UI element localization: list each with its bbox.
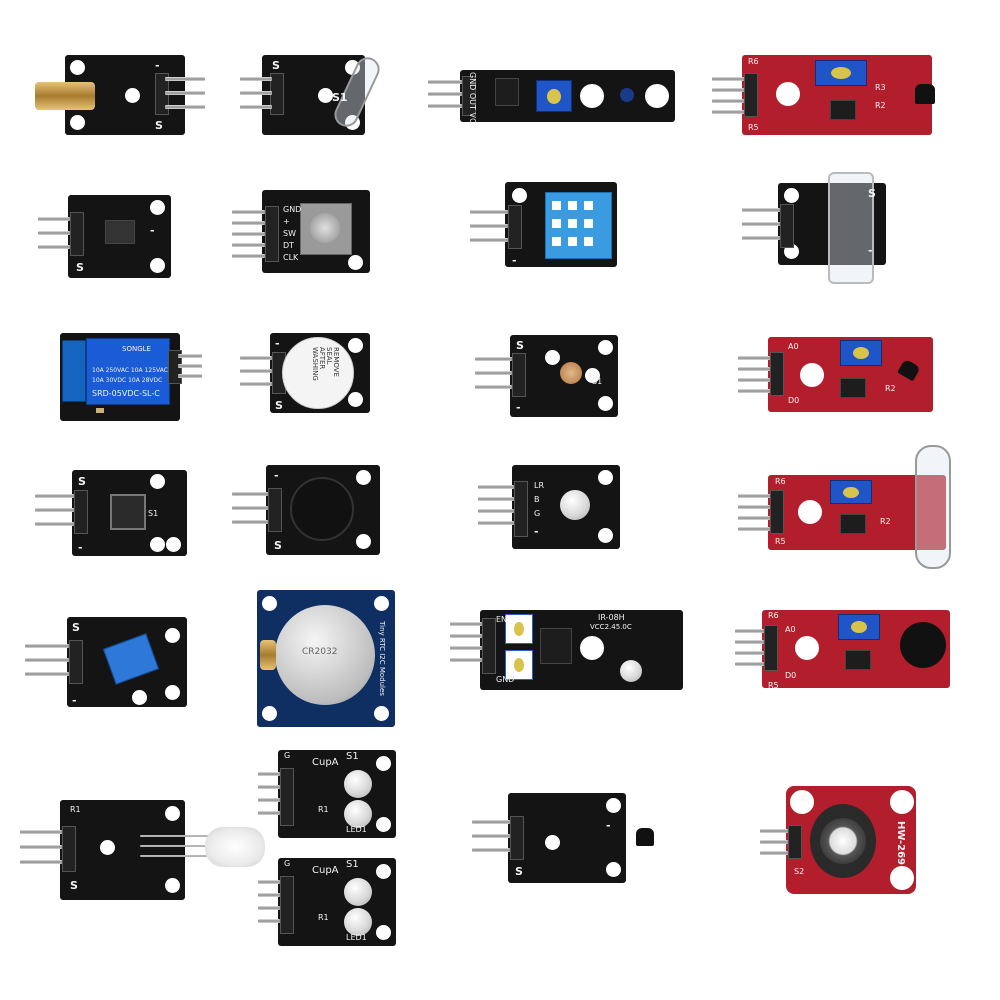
label-r2: R2 [875,101,886,110]
pin-label-en: EN [496,615,508,624]
label-a0: A0 [788,342,799,351]
module-label: IR-08H [598,613,625,622]
pin-label-dt: DT [283,241,295,250]
label-s1: S1 [592,377,603,386]
coin-battery-icon [275,605,375,705]
humidity-sensor-icon [545,192,612,259]
label-r6: R6 [768,611,779,620]
pin-label-s: S [274,539,282,552]
relay-model: SRD-05VDC-SL-C [92,389,160,398]
label-s1: S1 [346,859,359,870]
pin-label-s: S [275,399,283,412]
tactile-button-icon [110,494,146,530]
board-label: HW-269 [894,821,906,865]
relay-spec-1: 10A 250VAC 10A 125VAC [92,367,168,374]
label-b: B [534,495,540,504]
label-r: LR [534,481,545,490]
pin-label-s: S [70,879,78,892]
label-r3: R3 [875,83,886,92]
label-s1: S1 [346,751,359,762]
relay-icon [86,338,170,405]
reed-tube-icon [915,445,951,569]
label-g: G [284,859,291,868]
pin-label-s: S [868,187,876,200]
label-r6: R6 [748,57,759,66]
pin-label-s: S [516,339,524,352]
pin-label-minus: - [78,541,83,554]
label-led1: LED1 [346,825,367,834]
label-r5: R5 [768,681,779,690]
label-d0: D0 [785,671,797,680]
pin-label-gnd-out-vcc: GND OUT VCC [468,72,477,130]
encoder-knob-icon [310,213,340,243]
label-led1: LED1 [346,933,367,942]
relay-spec-2: 10A 30VDC 10A 28VDC [92,377,163,384]
sensor-transistor-icon [915,84,935,104]
label-d0: D0 [788,396,800,405]
label-r2: R2 [880,517,891,526]
label-s2: S2 [794,867,805,876]
pin-label-minus: - [512,254,517,267]
ir-led-icon [620,660,642,682]
pin-label-minus: - [275,337,280,350]
pin-label-s: S [72,621,80,634]
pin-label-s: S [78,475,86,488]
led-icon [344,800,372,828]
power-led-icon [820,818,866,864]
voltage-label: VCC2.45.0C [590,623,632,631]
led-icon [560,490,590,520]
buzzer-icon [282,337,354,409]
buzzer-icon [290,477,354,541]
pin-label-minus: - [868,244,873,257]
label-s1: S1 [148,509,159,518]
pin-label-minus: - [150,224,155,237]
transistor-icon [636,828,654,846]
label-r1: R1 [318,913,329,922]
label-cupa: CupA [312,865,339,876]
pin-label-minus: - [516,401,521,414]
label-a0: A0 [785,625,796,634]
pin-label-minus: - [72,694,77,707]
pin-label-clk: CLK [283,253,299,262]
battery-label: CR2032 [302,647,338,657]
label-cupa: CupA [312,757,339,768]
label-g: G [284,751,291,760]
glass-tube-icon [828,172,874,284]
led-icon [344,878,372,906]
photoresistor-icon [560,362,582,384]
label-r1: R1 [318,805,329,814]
label-r2: R2 [800,795,811,804]
pin-label-plus: + [283,217,290,226]
pin-label-gnd: GND [283,205,302,214]
pin-label-minus: - [274,469,279,482]
pin-label-minus: - [155,59,160,72]
label-r1: R1 [70,805,81,814]
ir-receiver-icon [105,220,135,244]
label-r2: R2 [885,384,896,393]
pin-label-minus: - [534,525,539,538]
ir-led-icon [620,88,634,102]
pin-label-minus: - [606,819,611,832]
pin-label-s: S [515,865,523,878]
pin-label-s1: S1 [332,91,348,104]
pin-label-s: S [76,261,84,274]
pin-label-sw: SW [283,229,296,238]
led-icon [344,908,372,936]
rtc-label: Tiny RTC I2C Modules [377,621,386,696]
label-g: G [534,509,541,518]
relay-brand: SONGLE [122,345,151,353]
led-icon [344,770,372,798]
pin-label-gnd: GND [496,675,515,684]
label-r5: R5 [775,537,786,546]
microphone-icon [900,622,946,668]
buzzer-label: REMOVE SEAL AFTER WASHING [311,347,340,381]
label-r5: R5 [748,123,759,132]
pin-label-s: S [272,59,280,72]
pin-label-s: S [155,119,163,132]
laser-diode-icon [35,82,95,110]
led-icon [205,827,265,867]
label-r6: R6 [775,477,786,486]
